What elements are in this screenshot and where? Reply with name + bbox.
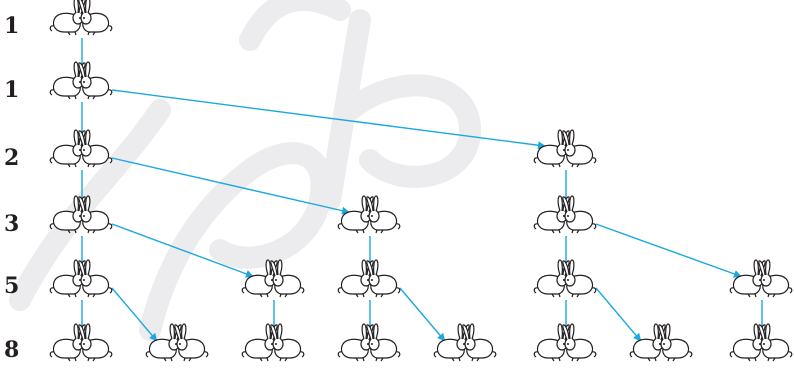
rabbit-pair-icon: [729, 323, 793, 362]
arrow-c4-to-g5: [399, 287, 446, 342]
rabbit-pair-icon: [533, 323, 597, 362]
generation-count-4: 3: [4, 211, 20, 237]
rabbit-pair-icon: [533, 259, 597, 298]
rabbit-pair-icon: [145, 323, 209, 362]
rabbit-pair-icon: [49, 0, 113, 36]
generation-count-2: 1: [4, 77, 20, 103]
generation-count-1: 1: [4, 13, 20, 39]
rabbit-pair-icon: [533, 195, 597, 234]
arrow-a4-to-f5: [111, 287, 158, 342]
rabbit-pair-icon: [533, 129, 597, 168]
arrow-a3-to-d4: [111, 223, 254, 278]
arrow-a1-to-b2: [111, 89, 546, 150]
arrow-layer: [78, 38, 766, 342]
generation-count-5: 5: [4, 273, 20, 299]
rabbit-pair-icon: [49, 195, 113, 234]
rabbit-pair-icon: [337, 259, 401, 298]
arrow-b4-to-h5: [595, 287, 642, 342]
rabbit-pair-icon: [49, 259, 113, 298]
generation-count-3: 2: [4, 145, 20, 171]
rabbit-pair-icon: [241, 323, 305, 362]
arrow-a2-to-c3: [111, 157, 350, 215]
rabbit-pair-icon: [337, 323, 401, 362]
rabbit-pair-layer: [49, 0, 793, 362]
rabbit-pair-icon: [729, 259, 793, 298]
rabbit-pair-icon: [629, 323, 693, 362]
rabbit-pair-icon: [49, 129, 113, 168]
generation-count-6: 8: [4, 337, 20, 363]
rabbit-pair-icon: [241, 259, 305, 298]
rabbit-pair-icon: [49, 61, 113, 100]
arrow-b3-to-e4: [595, 223, 742, 278]
rabbit-pair-icon: [337, 195, 401, 234]
rabbit-pair-icon: [433, 323, 497, 362]
rabbit-pair-icon: [49, 323, 113, 362]
